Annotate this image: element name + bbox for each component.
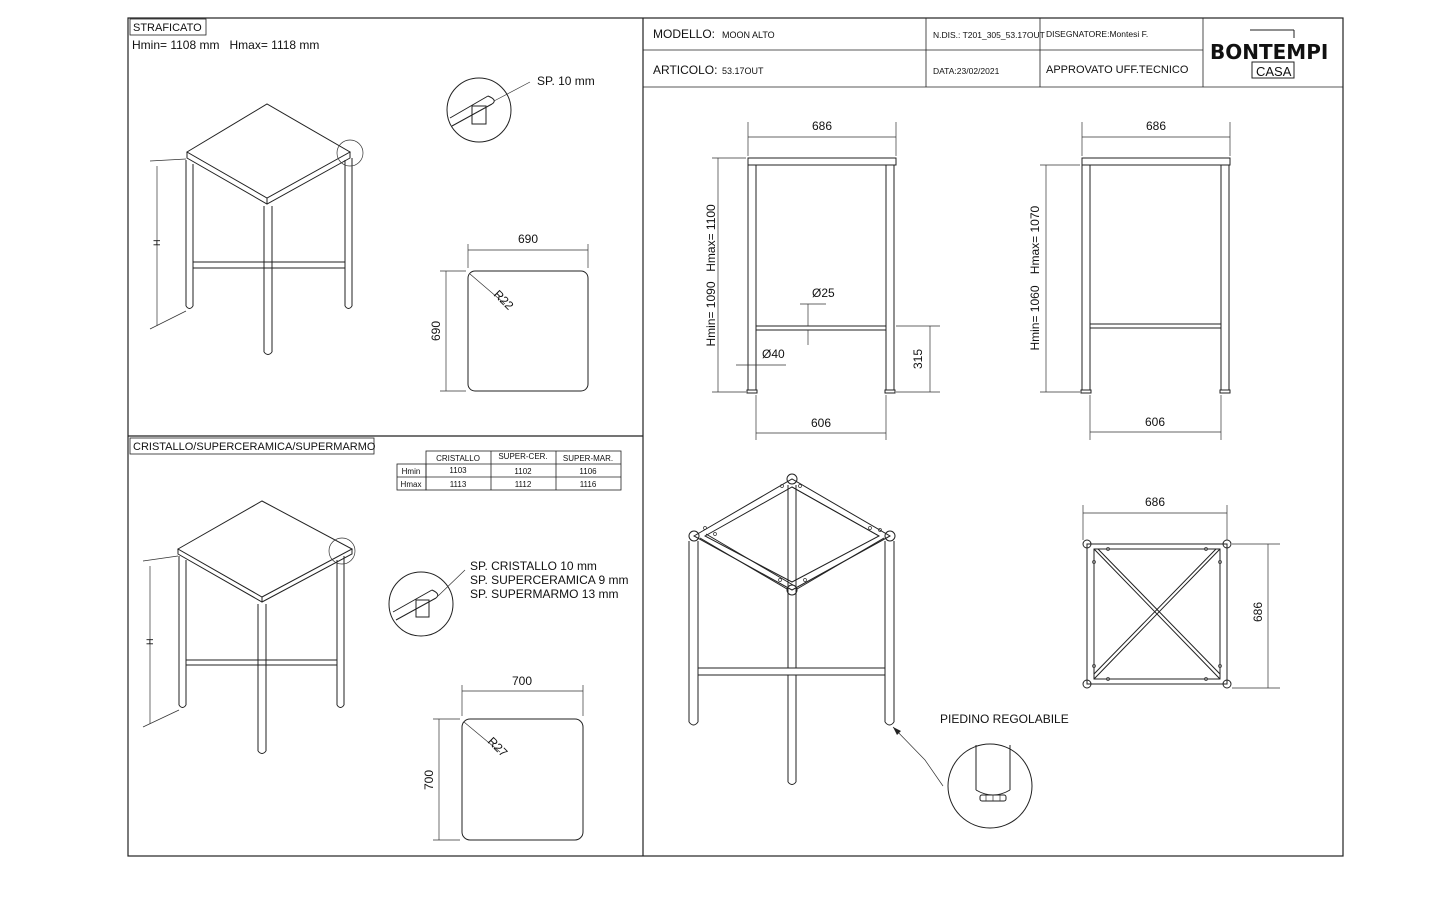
side-hmax: Hmax= 1070 [1028, 205, 1042, 274]
cristallo-thickness-detail: SP. CRISTALLO 10 mm SP. SUPERCERAMICA 9 … [388, 559, 628, 637]
stratificato-thickness-detail: SP. 10 mm [446, 74, 595, 143]
stratificato-heights: Hmin= 1108 mm Hmax= 1118 mm [132, 38, 319, 52]
col-header-superceramica: SUPER-CER. [498, 452, 547, 461]
drawing-date: DATA:23/02/2021 [933, 66, 1000, 76]
drawer-name: DISEGNATORE:Montesi F. [1046, 29, 1148, 39]
stratificato-header: STRAFICATO [133, 22, 202, 34]
title-block: MODELLO: MOON ALTO ARTICOLO: 53.17OUT N.… [653, 27, 1328, 79]
stratificato-h-label: H [152, 240, 162, 247]
thickness-superceramica: SP. SUPERCERAMICA 9 mm [470, 573, 628, 587]
stratificato-thickness: SP. 10 mm [537, 74, 595, 88]
thickness-cristallo: SP. CRISTALLO 10 mm [470, 559, 597, 573]
side-hmin: Hmin= 1060 [1028, 285, 1042, 350]
brand-main: BONTEMPI [1210, 40, 1328, 64]
row-label-hmax: Hmax [401, 480, 422, 489]
row-label-hmin: Hmin [402, 467, 421, 476]
cristallo-top-depth: 700 [422, 770, 436, 790]
plan-view: 686 686 [1082, 495, 1280, 689]
approval-label: APPROVATO UFF.TECNICO [1046, 64, 1189, 76]
cristallo-iso-table: H [142, 500, 356, 754]
cristallo-top-width: 700 [512, 674, 532, 688]
front-leg-diameter: Ø40 [762, 347, 785, 361]
cristallo-radius: R27 [485, 734, 511, 760]
plan-depth: 686 [1251, 602, 1265, 622]
col-header-cristallo: CRISTALLO [436, 454, 480, 463]
front-bar-height: 315 [911, 349, 925, 369]
foot-label: PIEDINO REGOLABILE [940, 712, 1069, 726]
stratificato-section: STRAFICATO Hmin= 1108 mm Hmax= 1118 mm [129, 18, 595, 392]
modello-label: MODELLO: [653, 27, 715, 41]
cristallo-top-plan: 700 700 R27 [422, 674, 584, 841]
articolo-value: 53.17OUT [722, 66, 764, 76]
col-header-supermarmo: SUPER-MAR. [563, 454, 613, 463]
cristallo-height-table: CRISTALLO SUPER-CER. SUPER-MAR. Hmin Hma… [396, 450, 622, 491]
front-view: 686 606 Hmax= 1100 Hmin= 1090 Ø25 Ø40 31… [704, 119, 940, 440]
cell-hmin-cristallo: 1103 [449, 466, 467, 475]
side-width-bottom: 606 [1145, 415, 1165, 429]
brand-sub: CASA [1256, 64, 1292, 79]
drawing-number: N.DIS.: T201_305_53.17OUT [933, 30, 1045, 40]
cristallo-section: CRISTALLO/SUPERCERAMICA/SUPERMARMO CRIST… [129, 437, 628, 841]
bontempi-logo: BONTEMPI CASA [1210, 29, 1328, 79]
cell-hmax-cristallo: 1113 [450, 480, 467, 489]
adjustable-foot-detail: PIEDINO REGOLABILE [892, 712, 1069, 829]
sheet-frames [127, 17, 1344, 857]
stratificato-radius: R22 [491, 287, 517, 313]
cristallo-h-label: H [145, 639, 155, 646]
front-width-top: 686 [812, 119, 832, 133]
stratificato-top-depth: 690 [429, 321, 443, 341]
modello-value: MOON ALTO [722, 30, 775, 40]
front-width-bottom: 606 [811, 416, 831, 430]
stratificato-iso-table: H [149, 103, 364, 355]
front-hmax: Hmax= 1100 [704, 204, 718, 272]
cell-hmin-superceramica: 1102 [514, 467, 532, 476]
side-width-top: 686 [1146, 119, 1166, 133]
cell-hmin-supermarmo: 1106 [579, 467, 597, 476]
side-view: 686 606 Hmax= 1070 Hmin= 1060 [1028, 119, 1231, 440]
front-bar-diameter: Ø25 [812, 286, 835, 300]
stratificato-top-plan: 690 690 R22 [429, 232, 589, 392]
iso-frame-view [688, 473, 896, 785]
stratificato-top-width: 690 [518, 232, 538, 246]
cell-hmax-superceramica: 1112 [515, 480, 532, 489]
cristallo-header: CRISTALLO/SUPERCERAMICA/SUPERMARMO [133, 441, 376, 453]
front-hmin: Hmin= 1090 [704, 281, 718, 346]
articolo-label: ARTICOLO: [653, 63, 717, 77]
plan-width: 686 [1145, 495, 1165, 509]
cell-hmax-supermarmo: 1116 [580, 480, 597, 489]
thickness-supermarmo: SP. SUPERMARMO 13 mm [470, 587, 618, 601]
